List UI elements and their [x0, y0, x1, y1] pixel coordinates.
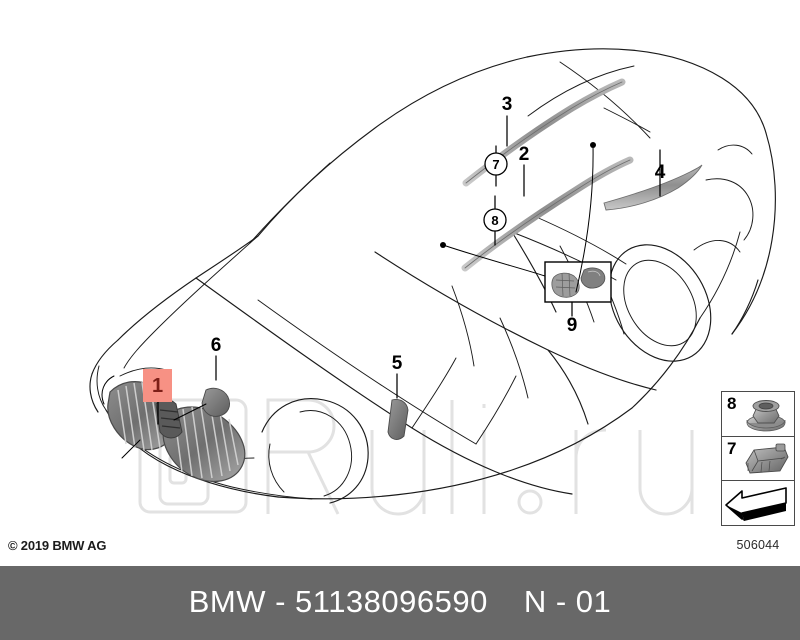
part-roof-rail-lower: [461, 156, 634, 272]
callout-9: 9: [567, 315, 578, 336]
car-body-outline: [89, 48, 776, 504]
direction-arrow-icon: [725, 487, 787, 522]
footer-bar: BMW - 51138096590 N - 01: [0, 566, 800, 640]
car-line-drawing: 3 2 4 5 6 9 7 8: [89, 48, 776, 504]
legend-item-number: 7: [727, 438, 737, 458]
legend-item-bracket-clip[interactable]: 7: [721, 435, 795, 482]
part-rear-door-trim-clip: [387, 399, 409, 440]
callout-5: 5: [392, 353, 403, 374]
drawing-canvas: 3 2 4 5 6 9 7 8 1 8: [8, 48, 795, 553]
bracket-clip-icon: [745, 443, 789, 474]
callout-7-circle: [484, 152, 508, 176]
callout-numbers: 3 2 4 5 6 9 7 8: [211, 94, 666, 374]
callout-8: 8: [491, 213, 498, 228]
legend-item-flange-nut[interactable]: 8: [721, 391, 795, 437]
leader-lines: [121, 115, 661, 459]
watermark-ruli-ru: [138, 398, 694, 516]
footer-content: BMW - 51138096590 N - 01: [189, 584, 612, 620]
callout-2: 2: [519, 144, 530, 165]
part-rear-roof-trim: [603, 164, 703, 211]
flange-nut-icon: [746, 400, 786, 432]
legend-item-direction-arrow[interactable]: [721, 480, 795, 527]
callout-8-circle: [483, 208, 507, 232]
sheet-code-label: N - 01: [523, 584, 612, 619]
copyright-notice: © 2019 BMW AG: [8, 538, 107, 553]
part-number-label: BMW - 51138096590: [188, 584, 488, 619]
callout-1-label: 1: [151, 374, 164, 397]
callout-6: 6: [211, 335, 222, 356]
watermark-wordmark: [266, 398, 694, 516]
legend-column: 8 7: [721, 391, 795, 527]
callout-7: 7: [492, 157, 499, 172]
legend-item-number: 8: [727, 394, 737, 413]
callout-3: 3: [502, 94, 513, 115]
drawing-number: 506044: [736, 538, 780, 552]
callout-4: 4: [655, 162, 666, 183]
part-front-trim-clip: [201, 387, 230, 417]
callout-1-highlight[interactable]: 1: [143, 369, 172, 402]
